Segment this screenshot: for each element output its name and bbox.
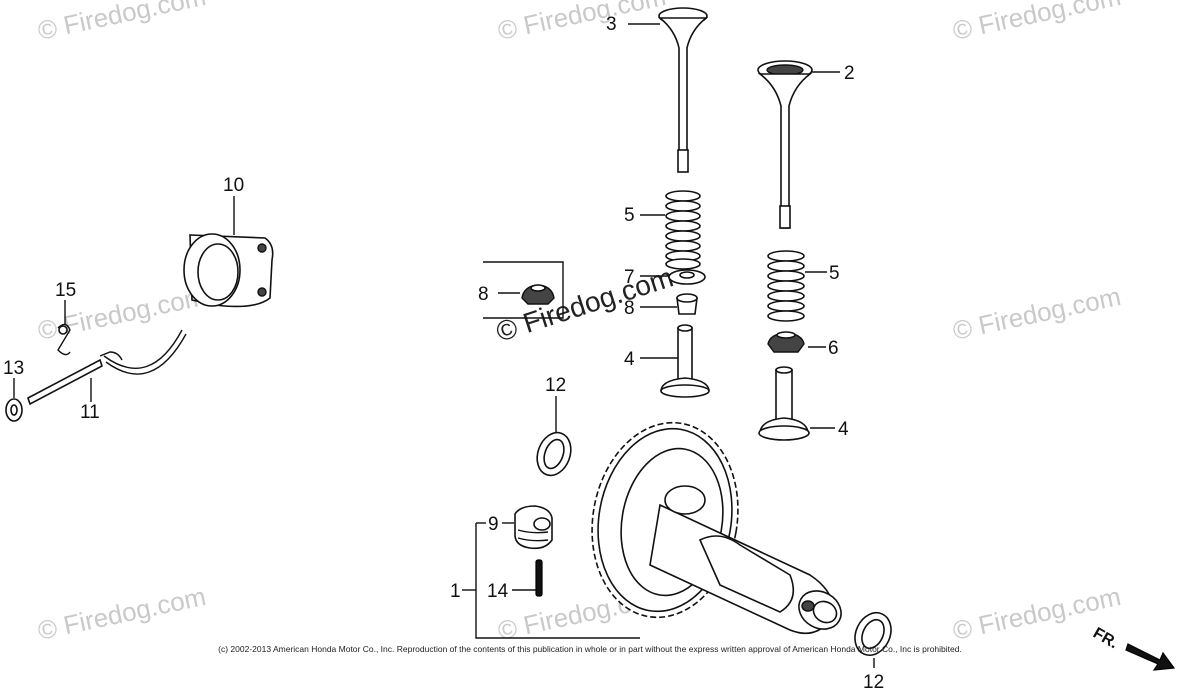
valve-spring-right <box>767 250 805 322</box>
washer-part-13 <box>5 398 23 422</box>
front-direction-arrow-icon <box>1125 643 1176 671</box>
callout-4-right: 4 <box>838 419 849 440</box>
callout-2: 2 <box>844 63 855 84</box>
leader-lines <box>13 23 875 668</box>
callout-3: 3 <box>606 14 617 35</box>
tappet-left <box>660 324 710 398</box>
watermark-mid-right: © Firedog.com <box>950 281 1123 346</box>
watermark-center-bold: © Firedog.com <box>492 261 677 347</box>
cover-part-10 <box>183 233 274 308</box>
weight-part-9 <box>514 505 553 550</box>
callout-9: 9 <box>488 514 499 535</box>
callout-labels: 3 2 5 5 7 8 8 4 6 4 12 12 10 15 13 11 9 … <box>3 14 884 693</box>
callout-5-left: 5 <box>624 205 635 226</box>
watermarks: © Firedog.com © Firedog.com © Firedog.co… <box>35 0 1123 646</box>
callout-11: 11 <box>80 402 100 423</box>
watermark-top-left: © Firedog.com <box>35 0 208 46</box>
cotter-part-8 <box>676 293 698 315</box>
watermark-bottom-left: © Firedog.com <box>35 581 208 646</box>
callout-6: 6 <box>828 338 839 359</box>
rod-part-11 <box>27 329 187 406</box>
tappet-right <box>758 366 810 441</box>
callout-8-main: 8 <box>624 298 635 319</box>
washer-part-12-upper <box>536 431 572 477</box>
callout-1: 1 <box>450 581 461 602</box>
valve-part-2 <box>757 60 813 229</box>
valve-spring-left <box>665 190 701 270</box>
watermark-top-center: © Firedog.com <box>495 0 668 46</box>
pin-part-14 <box>535 559 543 597</box>
callout-14: 14 <box>487 581 509 602</box>
retainer-part-7 <box>668 269 706 285</box>
camshaft-assembly <box>591 421 842 635</box>
callout-7: 7 <box>624 267 635 288</box>
callout-12-upper: 12 <box>545 375 566 396</box>
watermark-top-right: © Firedog.com <box>950 0 1123 46</box>
callout-8-inset: 8 <box>478 284 489 305</box>
callout-12-lower: 12 <box>863 672 884 693</box>
callout-4-left: 4 <box>624 349 635 370</box>
washer-part-12-lower <box>854 612 892 656</box>
callout-5-right: 5 <box>829 263 840 284</box>
callout-13: 13 <box>3 358 24 379</box>
valve-part-3 <box>657 7 709 173</box>
copyright-notice: (c) 2002-2013 American Honda Motor Co., … <box>218 644 962 654</box>
callout-15: 15 <box>55 280 76 301</box>
inset-box-part-8 <box>483 261 564 319</box>
callout-10: 10 <box>223 175 244 196</box>
retainer-part-6 <box>767 331 805 353</box>
